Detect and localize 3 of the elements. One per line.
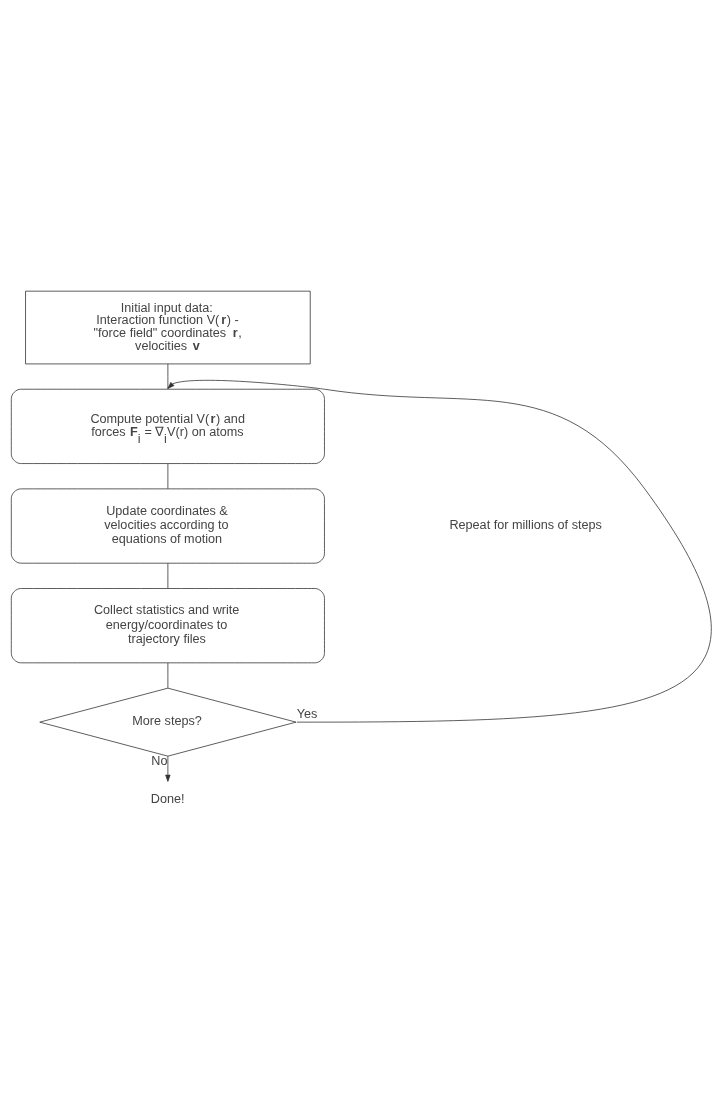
node-text: Done!	[150, 791, 185, 806]
edge-label: Yes	[296, 706, 318, 721]
label: Repeat for millions of steps	[449, 517, 602, 532]
